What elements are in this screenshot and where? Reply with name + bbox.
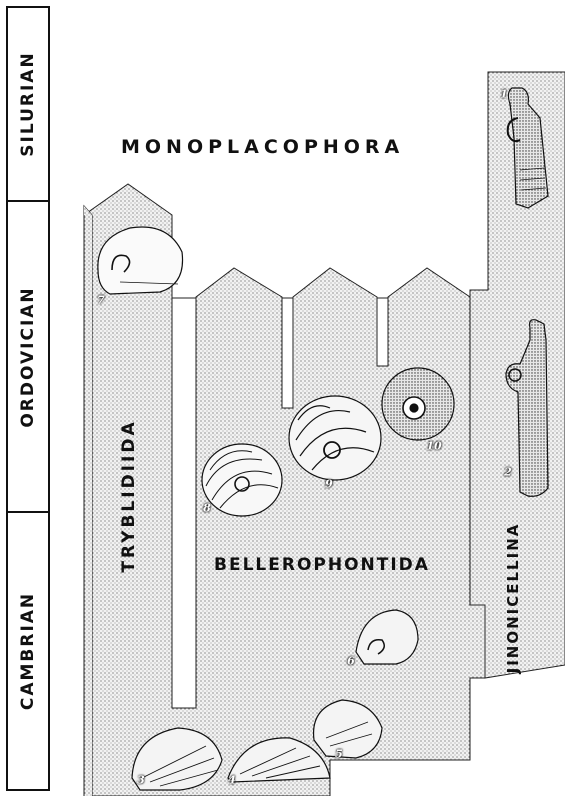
shell-7 <box>98 227 183 294</box>
fig-number-7: 7 <box>97 294 105 307</box>
label-jinonicellina: JINONICELLINA <box>504 523 522 674</box>
shell-9 <box>289 396 381 480</box>
fig-number-5: 5 <box>335 748 343 761</box>
fig-number-2: 2 <box>504 466 512 479</box>
fig-number-4: 4 <box>228 774 236 787</box>
fig-number-10: 10 <box>426 440 441 453</box>
fig-number-3: 3 <box>137 774 145 787</box>
shell-8 <box>202 444 282 516</box>
shell-10 <box>382 368 454 440</box>
label-bellerophontida: BELLEROPHONTIDA <box>214 555 430 575</box>
label-tryblidiida: TRYBLIDIIDA <box>119 419 139 572</box>
fig-number-9: 9 <box>325 478 333 491</box>
fig-number-1: 1 <box>500 88 508 101</box>
diagram-title: MONOPLACOPHORA <box>121 136 404 158</box>
fig-number-6: 6 <box>347 655 355 668</box>
fig-number-8: 8 <box>203 502 211 515</box>
